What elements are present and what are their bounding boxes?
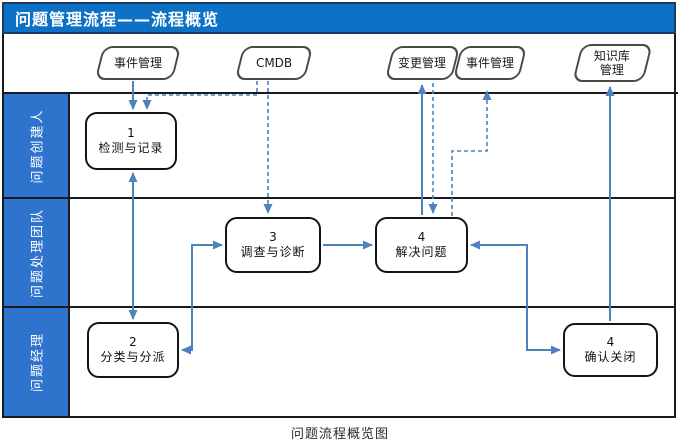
lane-problem-handling-team: 问题处理团队 <box>4 199 68 306</box>
step-confirm-and-close: 4 确认关闭 <box>563 323 658 377</box>
step-label: 解决问题 <box>395 245 448 259</box>
step-label: 检测与记录 <box>98 141 164 155</box>
lane-problem-creator: 问题创建人 <box>4 94 68 197</box>
step-label: 确认关闭 <box>584 350 637 364</box>
lane-divider-top <box>2 92 678 94</box>
step-detect-and-record: 1 检测与记录 <box>85 112 177 170</box>
entity-label: 变更管理 <box>398 55 447 70</box>
lane-problem-manager: 问题经理 <box>4 308 68 416</box>
entity-incident-management-right: 事件管理 <box>452 46 528 80</box>
lane-divider-1 <box>4 197 676 199</box>
step-number: 4 <box>606 335 615 349</box>
entity-label: CMDB <box>255 55 293 70</box>
entity-incident-management-left: 事件管理 <box>94 46 182 80</box>
diagram-title-bar: 问题管理流程——流程概览 <box>2 2 676 34</box>
lane-label-text: 问题处理团队 <box>30 207 46 298</box>
step-number: 4 <box>417 230 426 244</box>
step-label: 调查与诊断 <box>240 245 306 259</box>
step-resolve-problem: 4 解决问题 <box>375 217 468 273</box>
step-number: 2 <box>129 335 137 349</box>
lane-label-text: 问题创建人 <box>30 107 46 184</box>
lane-label-separator <box>68 92 70 418</box>
diagram-title: 问题管理流程——流程概览 <box>15 10 220 29</box>
lane-label-text: 问题经理 <box>30 331 46 393</box>
step-number: 3 <box>269 230 277 244</box>
step-number: 1 <box>127 126 135 140</box>
entity-change-management: 变更管理 <box>384 46 461 80</box>
step-label: 分类与分派 <box>100 350 166 364</box>
entity-label: 事件管理 <box>113 55 163 70</box>
entity-cmdb: CMDB <box>234 46 314 80</box>
lane-divider-2 <box>4 306 676 308</box>
step-investigate-and-diagnose: 3 调查与诊断 <box>225 217 321 273</box>
entity-label: 事件管理 <box>465 55 515 70</box>
entity-label: 知识库 管理 <box>594 48 631 77</box>
entity-knowledge-base-management: 知识库 管理 <box>572 44 653 82</box>
diagram-caption: 问题流程概览图 <box>290 427 389 442</box>
step-classify-and-assign: 2 分类与分派 <box>87 322 179 378</box>
